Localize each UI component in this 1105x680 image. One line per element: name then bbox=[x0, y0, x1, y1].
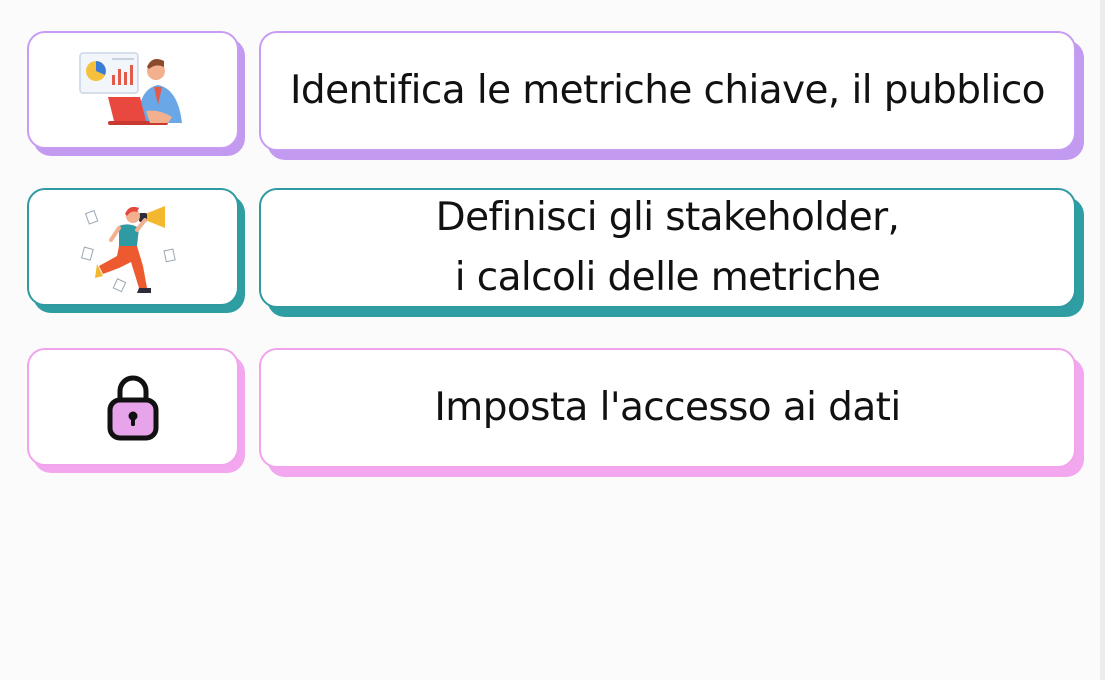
step-row-1: Identifica le metriche chiave, il pubbli… bbox=[0, 31, 1105, 161]
step-1-icon-card bbox=[27, 31, 239, 149]
analyst-laptop-icon bbox=[29, 33, 237, 147]
step-row-3: Imposta l'accesso ai dati bbox=[0, 348, 1105, 478]
step-3-icon-card bbox=[27, 348, 239, 466]
step-3-label: Imposta l'accesso ai dati bbox=[434, 385, 901, 430]
step-2-label: Definisci gli stakeholder, i calcoli del… bbox=[436, 188, 900, 308]
step-3-text-card: Imposta l'accesso ai dati bbox=[259, 348, 1076, 468]
step-2-label-line-1: Definisci gli stakeholder, bbox=[435, 195, 900, 240]
page-edge-rule bbox=[1100, 0, 1105, 680]
padlock-icon bbox=[29, 350, 237, 464]
step-1-label: Identifica le metriche chiave, il pubbli… bbox=[290, 68, 1046, 113]
step-2-icon-card bbox=[27, 188, 239, 306]
step-2-label-line-2: i calcoli delle metriche bbox=[454, 255, 881, 300]
step-1-text-card: Identifica le metriche chiave, il pubbli… bbox=[259, 31, 1076, 151]
step-row-2: Definisci gli stakeholder, i calcoli del… bbox=[0, 188, 1105, 318]
megaphone-person-icon bbox=[29, 190, 237, 304]
step-2-text-card: Definisci gli stakeholder, i calcoli del… bbox=[259, 188, 1076, 308]
